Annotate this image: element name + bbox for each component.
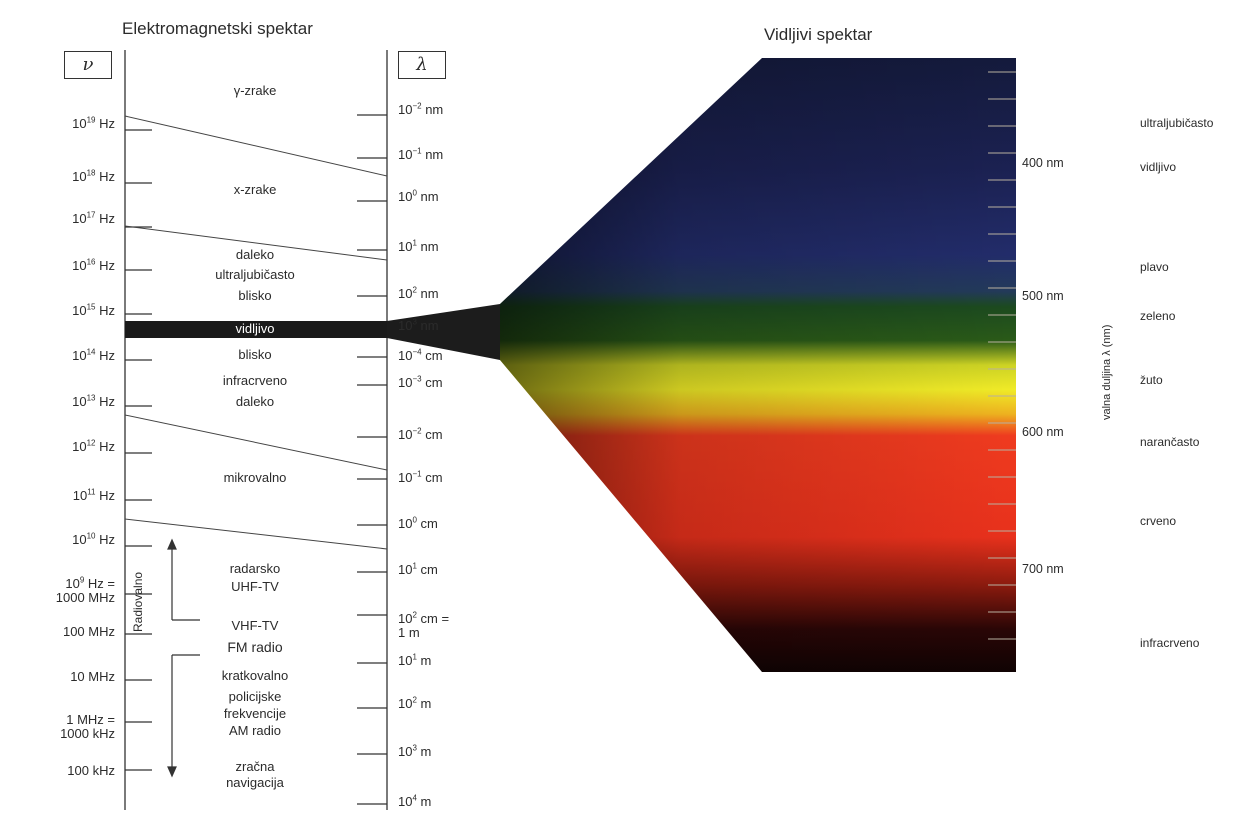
band-air-2-label: navigacija bbox=[226, 775, 284, 790]
band-radar-label: radarsko bbox=[229, 561, 281, 576]
band-gamma-label: γ-zrake bbox=[233, 83, 277, 98]
band-fm-label: FM radio bbox=[227, 639, 283, 655]
visible-connector-fan bbox=[387, 304, 500, 360]
radio-label: Radiovalno bbox=[131, 571, 145, 632]
frequency-label: 10 MHz bbox=[70, 669, 115, 684]
wavelength-label: 100 cm bbox=[398, 515, 438, 531]
nm-ticks bbox=[988, 71, 1016, 640]
visible-band-blue: plavo bbox=[1140, 260, 1169, 274]
visible-band-green: zeleno bbox=[1140, 309, 1176, 323]
wavelength-axis-label: valna duljina λ (nm) bbox=[1101, 324, 1113, 420]
frequency-label: 1019 Hz bbox=[72, 115, 115, 131]
em-spectrum-title: Elektromagnetski spektar bbox=[122, 19, 313, 38]
frequency-label: 1015 Hz bbox=[72, 302, 115, 318]
wavelength-label: 10−2 cm bbox=[398, 426, 443, 442]
wavelength-label: 10−2 nm bbox=[398, 101, 444, 117]
visible-band-bar bbox=[125, 321, 387, 338]
frequency-label: 1016 Hz bbox=[72, 257, 115, 273]
band-visible-label: vidljivo bbox=[235, 321, 275, 336]
wavelength-ticks bbox=[357, 114, 387, 805]
visible-band-infrared: infracrveno bbox=[1140, 636, 1200, 650]
frequency-label: 1017 Hz bbox=[72, 210, 115, 226]
visible-band-orange: narančasto bbox=[1140, 435, 1200, 449]
frequency-label: 1014 Hz bbox=[72, 347, 115, 363]
band-police-label: policijske bbox=[228, 689, 282, 704]
wavelength-label: 10−4 cm bbox=[398, 347, 443, 363]
wavelength-label: 103 m bbox=[398, 743, 432, 759]
band-air-label: zračna bbox=[235, 759, 275, 774]
band-ir-near-label: blisko bbox=[238, 347, 272, 362]
frequency-label: 1 MHz =1000 kHz bbox=[60, 712, 115, 742]
visible-spectrum-title: Vidljivi spektar bbox=[764, 25, 873, 44]
wavelength-label: 102 cm =1 m bbox=[398, 610, 450, 641]
wavelength-label: 101 m bbox=[398, 652, 432, 668]
visible-band-yellow: žuto bbox=[1140, 373, 1163, 387]
band-uv-far-label: daleko bbox=[235, 247, 275, 262]
frequency-label: 1012 Hz bbox=[72, 438, 115, 454]
radio-range-arrow bbox=[167, 538, 200, 778]
wavelength-label: 100 nm bbox=[398, 188, 439, 204]
wavelength-label: 10−1 cm bbox=[398, 469, 443, 485]
frequency-label: 109 Hz =1000 MHz bbox=[55, 575, 115, 606]
wavelength-label: 10−3 cm bbox=[398, 374, 443, 390]
wavelength-label: 10−1 nm bbox=[398, 146, 444, 162]
band-uv-near-label: blisko bbox=[238, 288, 272, 303]
frequency-symbol: ν bbox=[64, 51, 112, 79]
visible-band-red: crveno bbox=[1140, 514, 1177, 528]
band-xray-label: x-zrake bbox=[233, 182, 277, 197]
frequency-label: 100 kHz bbox=[67, 763, 115, 778]
frequency-label: 100 MHz bbox=[62, 624, 115, 639]
wavelength-label: 102 m bbox=[398, 695, 432, 711]
wavelength-label: 104 m bbox=[398, 793, 432, 809]
nm-label-400: 400 nm bbox=[1022, 156, 1064, 170]
wavelength-symbol: λ bbox=[398, 51, 446, 79]
wavelength-label: 102 nm bbox=[398, 285, 439, 301]
band-boundaries bbox=[124, 115, 388, 550]
band-shortwave-label: kratkovalno bbox=[221, 668, 289, 683]
wavelength-label: 101 cm bbox=[398, 561, 438, 577]
band-ir-label: infracrveno bbox=[222, 373, 288, 388]
nm-label-700: 700 nm bbox=[1022, 562, 1064, 576]
nm-label-600: 600 nm bbox=[1022, 425, 1064, 439]
band-ir-far-label: daleko bbox=[235, 394, 275, 409]
frequency-label: 1010 Hz bbox=[72, 531, 115, 547]
nm-label-500: 500 nm bbox=[1022, 289, 1064, 303]
band-uv-label: ultraljubičasto bbox=[215, 267, 295, 282]
frequency-label: 1011 Hz bbox=[72, 487, 115, 503]
frequency-ticks bbox=[125, 129, 152, 771]
band-police-2-label: frekvencije bbox=[223, 706, 287, 721]
band-vhf-label: VHF-TV bbox=[231, 618, 279, 633]
band-am-label: AM radio bbox=[228, 723, 282, 738]
wavelength-label: 101 nm bbox=[398, 238, 439, 254]
frequency-label: 1013 Hz bbox=[72, 393, 115, 409]
frequency-label: 1018 Hz bbox=[72, 168, 115, 184]
band-uhf-label: UHF-TV bbox=[231, 579, 279, 594]
wavelength-label: 103 nm bbox=[398, 317, 439, 333]
band-microwave-label: mikrovalno bbox=[223, 470, 287, 485]
visible-band-visible: vidljivo bbox=[1140, 160, 1177, 174]
visible-band-ultraviolet: ultraljubičasto bbox=[1140, 116, 1214, 130]
